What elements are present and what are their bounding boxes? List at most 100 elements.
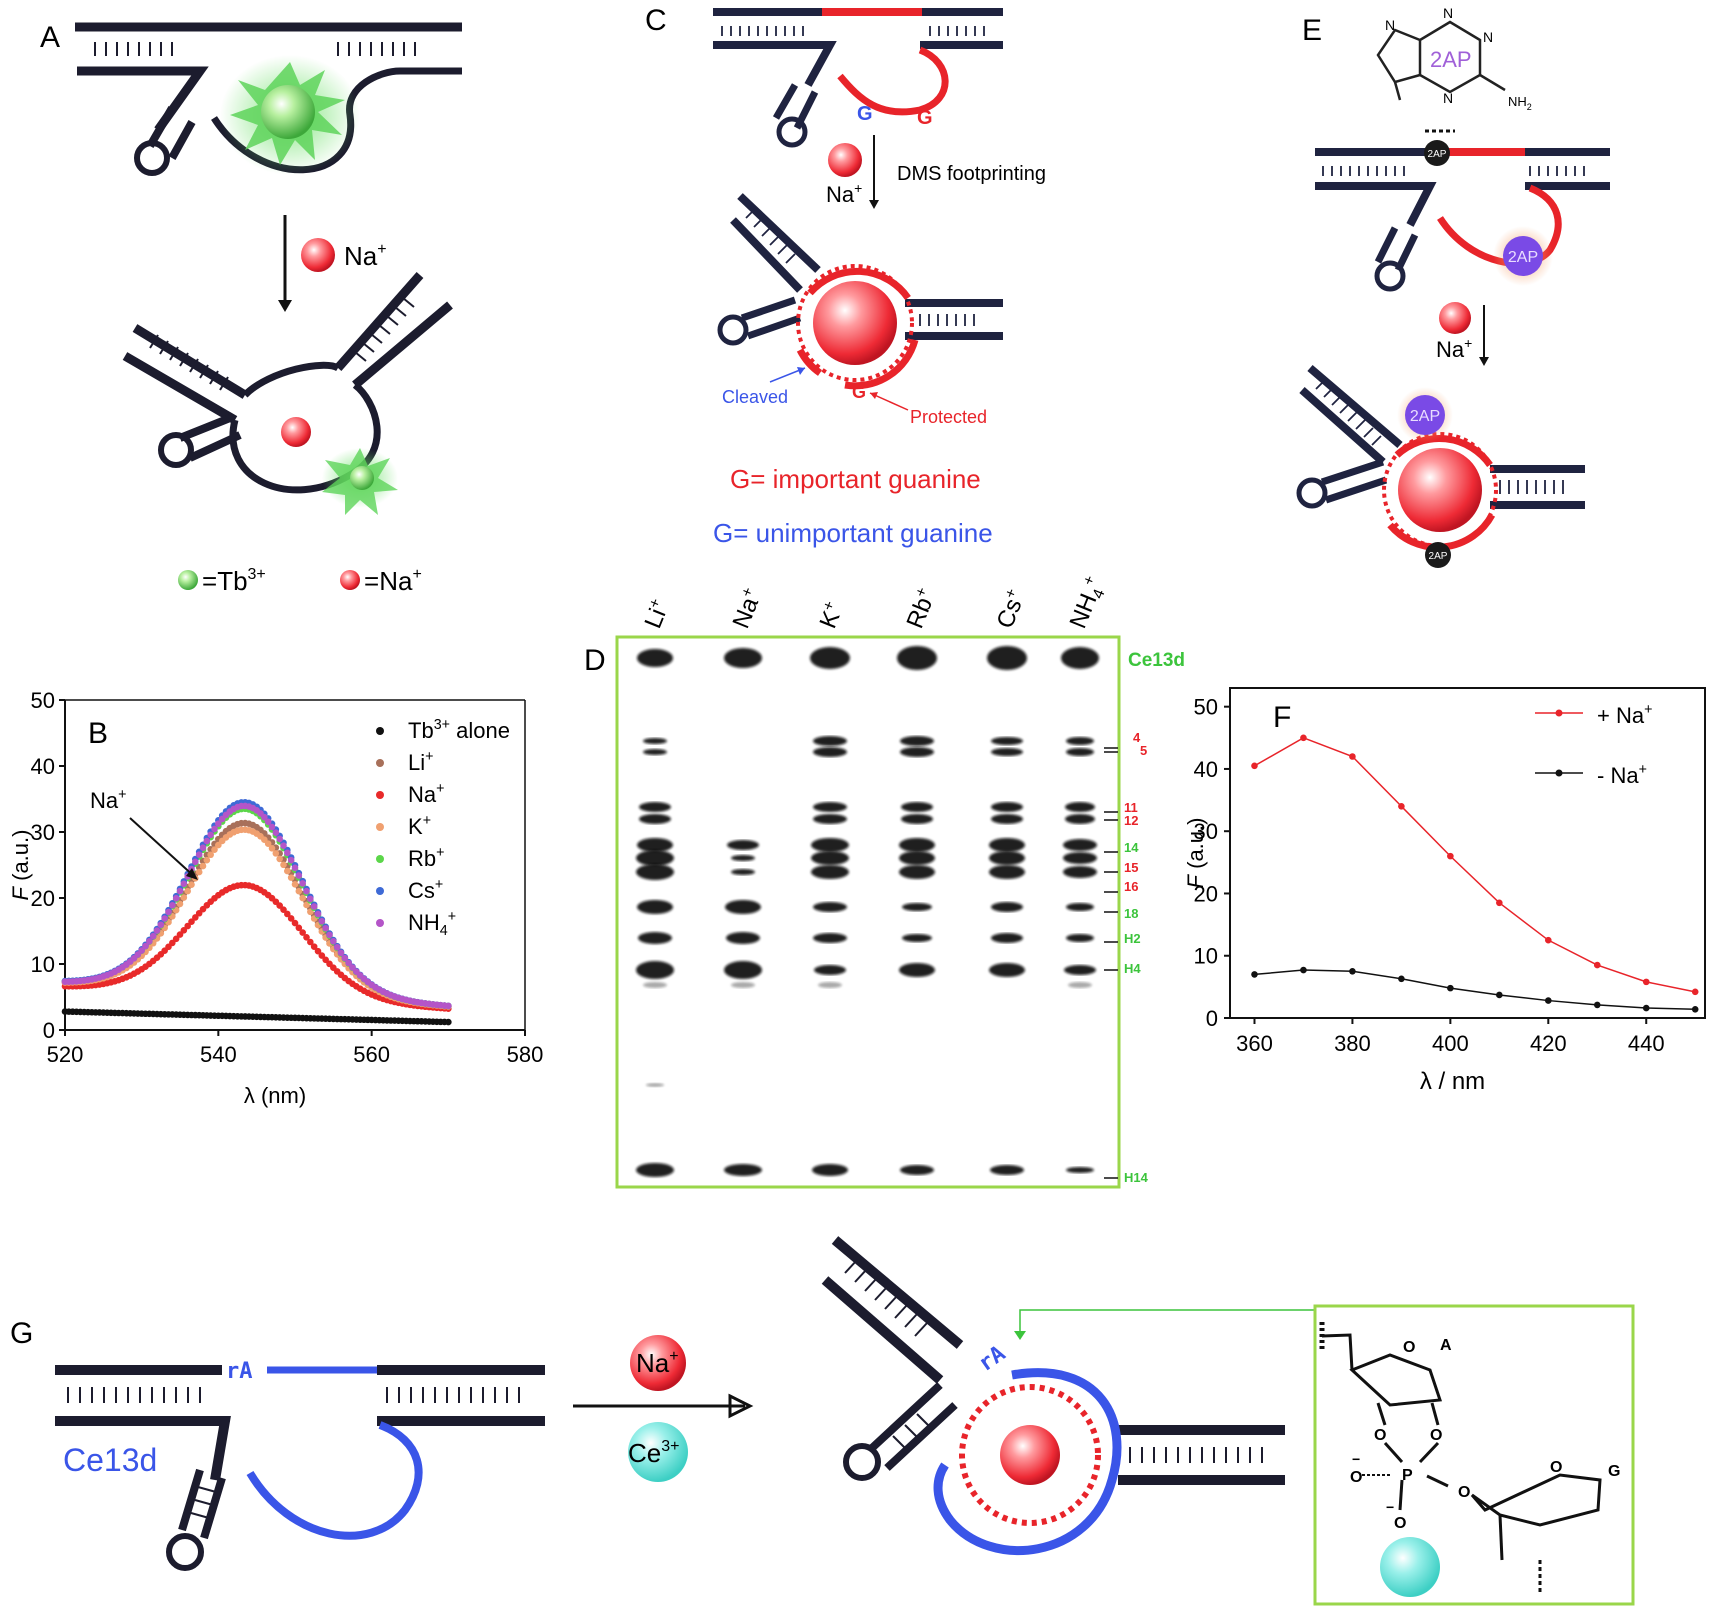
- f-y-tick-label: 10: [1194, 944, 1218, 969]
- gel-band: [900, 747, 934, 757]
- b-point-6: [296, 872, 303, 879]
- folded-hairpin-loop: [161, 435, 191, 465]
- gel-band-label: 14: [1124, 840, 1139, 855]
- g-atom-p: P: [1402, 1467, 1413, 1484]
- f-x-tick-label: 400: [1432, 1031, 1469, 1056]
- gel-band: [643, 982, 667, 988]
- arm-right-pairs: [355, 298, 414, 361]
- b-point-6: [150, 933, 157, 940]
- f-point-1: [1692, 1006, 1699, 1013]
- b-legend-marker: [376, 727, 384, 735]
- f-point-1: [1447, 985, 1454, 992]
- b-point-6: [338, 950, 345, 957]
- gel-band-label: 16: [1124, 879, 1138, 894]
- b-point-3: [288, 874, 295, 881]
- g-atom-o3: O: [1430, 1427, 1442, 1444]
- b-legend-label: Li+: [408, 749, 433, 775]
- gel-band-label: 12: [1124, 813, 1138, 828]
- gel-band: [899, 963, 935, 977]
- lane-label: K+: [814, 598, 849, 632]
- gel-band: [813, 933, 847, 943]
- g-atom-g: G: [1608, 1463, 1620, 1480]
- gel-band: [813, 736, 847, 746]
- b-point-3: [296, 888, 303, 895]
- b-point-6: [334, 944, 341, 951]
- gel-band: [1066, 934, 1094, 942]
- e-pairs: [1323, 166, 1584, 176]
- g-atom-o1: O: [1403, 1339, 1415, 1356]
- base-pairs-left: [95, 42, 172, 56]
- gel-band: [1066, 1167, 1094, 1173]
- b-point-6: [299, 880, 306, 887]
- g-blue-loop: [250, 1425, 419, 1536]
- gel-band: [639, 802, 671, 812]
- f-point-0: [1496, 900, 1503, 907]
- b-legend-label: Cs+: [408, 877, 443, 903]
- b-legend-marker: [376, 919, 384, 927]
- g-atom-o6: O: [1394, 1515, 1406, 1532]
- b-point-3: [196, 869, 203, 876]
- f-point-0: [1349, 753, 1356, 760]
- chart-f: F 01020304050360380400420440λ / nmF (a.u…: [1183, 688, 1705, 1095]
- b-point-6: [273, 829, 280, 836]
- base-pairs-right: [338, 42, 415, 56]
- lane-label: Li+: [639, 596, 675, 632]
- f-y-label: F (a.u.): [1183, 818, 1208, 889]
- gel-band: [989, 865, 1025, 879]
- gel-band: [901, 814, 933, 824]
- f-legend-marker: [1556, 770, 1563, 777]
- gel-band: [731, 982, 755, 988]
- f-legend-label: - Na+: [1597, 762, 1647, 788]
- gel-band: [900, 736, 934, 746]
- g-ra-folded: rA: [974, 1341, 1010, 1377]
- c-folded-loop: [720, 317, 746, 343]
- b-y-tick-label: 30: [31, 820, 55, 845]
- e-atom-n2: N: [1483, 29, 1493, 45]
- b-point-6: [181, 881, 188, 888]
- bound-na: [281, 417, 311, 447]
- gel-band: [1065, 814, 1095, 824]
- b-point-6: [269, 824, 276, 831]
- gel-band: [724, 648, 762, 668]
- gel-band: [989, 851, 1025, 865]
- b-x-label: λ (nm): [244, 1083, 306, 1108]
- g-strand-label: Ce13d: [63, 1442, 157, 1478]
- g-atom-o5: O: [1458, 1484, 1470, 1501]
- c-arm-left-outer: [740, 196, 818, 270]
- panel-label-a: A: [40, 21, 60, 54]
- g-stem: [182, 1470, 222, 1538]
- gel-band: [727, 840, 759, 850]
- g-arm-outer: [835, 1240, 960, 1345]
- e-folded-stem: [1322, 462, 1386, 500]
- gel-band: [814, 965, 846, 975]
- b-x-tick-label: 540: [200, 1042, 237, 1067]
- b-y-label: F (a.u.): [8, 830, 33, 901]
- f-point-0: [1447, 853, 1454, 860]
- gel-band: [724, 961, 762, 979]
- bulge-top: [245, 365, 338, 395]
- e-arm-right-pairs: [1500, 480, 1563, 494]
- b-point-6: [303, 888, 310, 895]
- b-point-3: [284, 868, 291, 875]
- e-loop: [1377, 263, 1403, 289]
- gel-band-label: Ce13d: [1128, 650, 1185, 671]
- gel-band: [811, 838, 849, 852]
- c-base-g-blue: G: [857, 103, 873, 125]
- b-point-6: [284, 849, 291, 856]
- g-minus-1: −: [1352, 1451, 1360, 1467]
- f-x-tick-label: 440: [1628, 1031, 1665, 1056]
- f-point-0: [1251, 763, 1258, 770]
- b-point-6: [200, 844, 207, 851]
- e-atom-n4: N: [1385, 17, 1395, 33]
- gel-band: [991, 814, 1023, 824]
- b-y-tick-label: 50: [31, 688, 55, 713]
- gel-band: [731, 869, 755, 875]
- b-legend-label: Na+: [408, 781, 444, 807]
- g-inset-box: [1315, 1306, 1633, 1604]
- gel-band-label: 5: [1140, 743, 1147, 758]
- b-point-6: [288, 857, 295, 864]
- gel-band: [991, 737, 1023, 745]
- c-na-label: Na+: [826, 180, 862, 207]
- gel-band: [1063, 839, 1097, 851]
